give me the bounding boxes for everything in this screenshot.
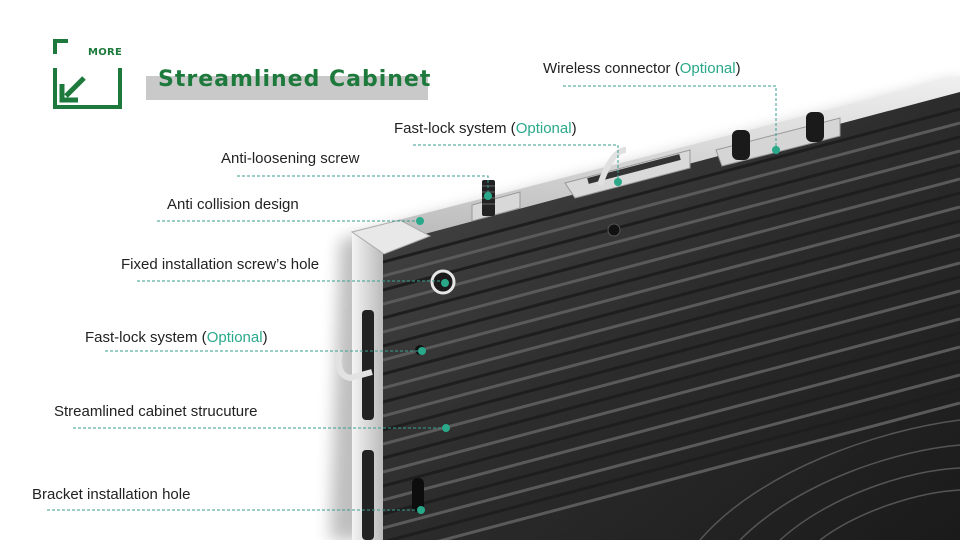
groove-line [383, 289, 960, 446]
groove-line [383, 107, 960, 264]
callout-lines [47, 85, 777, 511]
groove-line [383, 401, 960, 540]
callout-fast-lock-side: Fast-lock system (Optional) [85, 329, 268, 346]
callout-anti-collision: Anti collision design [167, 196, 299, 213]
groove-line [383, 387, 960, 540]
callout-fixed-screw-hole: Fixed installation screw’s hole [121, 256, 320, 273]
callout-fast-lock-top: Fast-lock system (Optional) [394, 120, 577, 137]
groove-line [383, 219, 960, 376]
groove-line [383, 205, 960, 362]
groove-line [383, 177, 960, 334]
groove-line [383, 163, 960, 320]
cabinet-grooves [383, 107, 960, 540]
groove-line [383, 233, 960, 390]
callout-anti-loosening-screw: Anti-loosening screw [221, 150, 360, 167]
more-logo-icon [53, 39, 122, 109]
anti-collision-corner [350, 219, 432, 255]
connector-pin-left [732, 130, 750, 160]
side-fast-lock-hook [335, 349, 373, 382]
groove-line [383, 317, 960, 474]
groove-line [383, 261, 960, 418]
groove-line [383, 191, 960, 348]
groove-line [383, 373, 960, 530]
logo-more-text: MORE [88, 47, 123, 58]
side-slot-lower [362, 450, 374, 540]
groove-line [383, 275, 960, 432]
fast-lock-hook [597, 147, 627, 186]
groove-line [383, 359, 960, 516]
bracket-hole-shape [412, 478, 424, 512]
groove-line [383, 149, 960, 306]
callout-streamlined-structure: Streamlined cabinet strucuture [54, 403, 258, 420]
groove-line [383, 135, 960, 292]
groove-line [383, 247, 960, 404]
top-screw-hole [607, 223, 621, 237]
callout-bracket-hole: Bracket installation hole [32, 486, 191, 503]
groove-line [383, 303, 960, 460]
callout-wireless-connector: Wireless connector (Optional) [543, 60, 741, 77]
callout-dots [416, 146, 780, 514]
side-slot-upper [362, 310, 374, 420]
groove-line [383, 331, 960, 488]
groove-line [383, 121, 960, 278]
page-title: Streamlined Cabinet [158, 67, 432, 92]
groove-line [383, 345, 960, 502]
connector-pin-right [806, 112, 824, 142]
title-background-bar [146, 76, 428, 100]
